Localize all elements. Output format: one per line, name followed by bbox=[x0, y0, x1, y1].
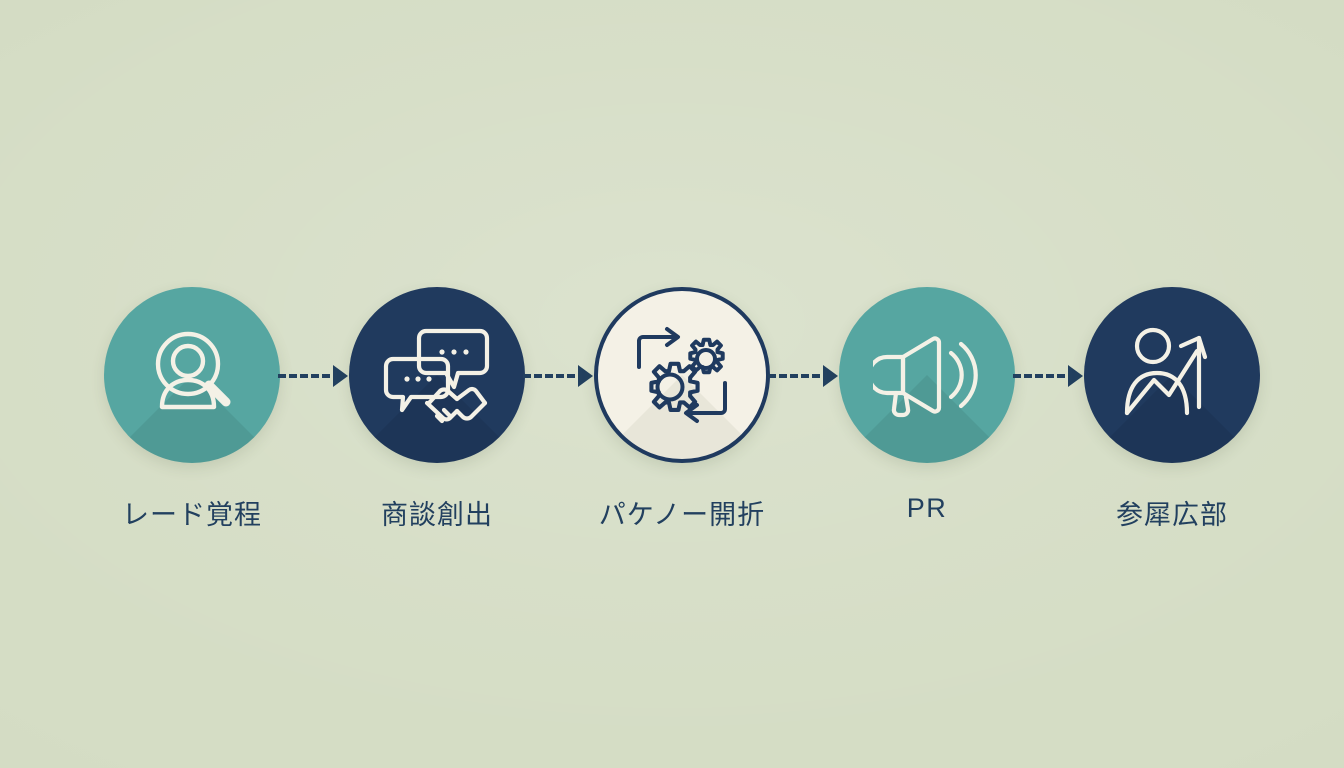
step-3-circle[interactable] bbox=[594, 287, 770, 463]
megaphone-icon bbox=[839, 287, 1015, 463]
process-step-1[interactable]: レード覚程 bbox=[92, 287, 292, 532]
person-magnifier-icon bbox=[104, 287, 280, 463]
process-step-3[interactable]: パケノー開折 bbox=[582, 287, 782, 532]
step-1-circle[interactable] bbox=[104, 287, 280, 463]
step-5-circle-wrap bbox=[1084, 287, 1260, 463]
process-step-5[interactable]: 参犀広部 bbox=[1072, 287, 1272, 532]
connector-4-5-arrowhead bbox=[1068, 365, 1083, 387]
connector-1-2 bbox=[278, 365, 348, 387]
connector-4-5-line bbox=[1013, 374, 1065, 378]
connector-2-3-arrowhead bbox=[578, 365, 593, 387]
step-3-label: パケノー開折 bbox=[598, 500, 766, 531]
process-step-2[interactable]: 商談創出 bbox=[337, 287, 537, 532]
step-3-circle-wrap bbox=[594, 287, 770, 463]
process-step-4[interactable]: PR bbox=[827, 287, 1027, 524]
connector-1-2-line bbox=[278, 374, 330, 378]
step-5-label: 参犀広部 bbox=[1116, 500, 1228, 531]
step-2-circle[interactable] bbox=[349, 287, 525, 463]
gears-cycle-icon bbox=[598, 291, 766, 459]
connector-2-3 bbox=[523, 365, 593, 387]
connector-3-4 bbox=[768, 365, 838, 387]
step-4-circle-wrap bbox=[839, 287, 1015, 463]
step-4-label: PR bbox=[906, 493, 948, 523]
step-2-circle-wrap bbox=[349, 287, 525, 463]
connector-1-2-arrowhead bbox=[333, 365, 348, 387]
step-5-circle[interactable] bbox=[1084, 287, 1260, 463]
person-growth-arrow-icon bbox=[1084, 287, 1260, 463]
speech-bubbles-handshake-icon bbox=[349, 287, 525, 463]
connector-3-4-line bbox=[768, 374, 820, 378]
connector-2-3-line bbox=[523, 374, 575, 378]
step-4-circle[interactable] bbox=[839, 287, 1015, 463]
step-1-circle-wrap bbox=[104, 287, 280, 463]
step-2-label: 商談創出 bbox=[381, 500, 493, 531]
connector-4-5 bbox=[1013, 365, 1083, 387]
connector-3-4-arrowhead bbox=[823, 365, 838, 387]
step-1-label: レード覚程 bbox=[122, 500, 262, 531]
